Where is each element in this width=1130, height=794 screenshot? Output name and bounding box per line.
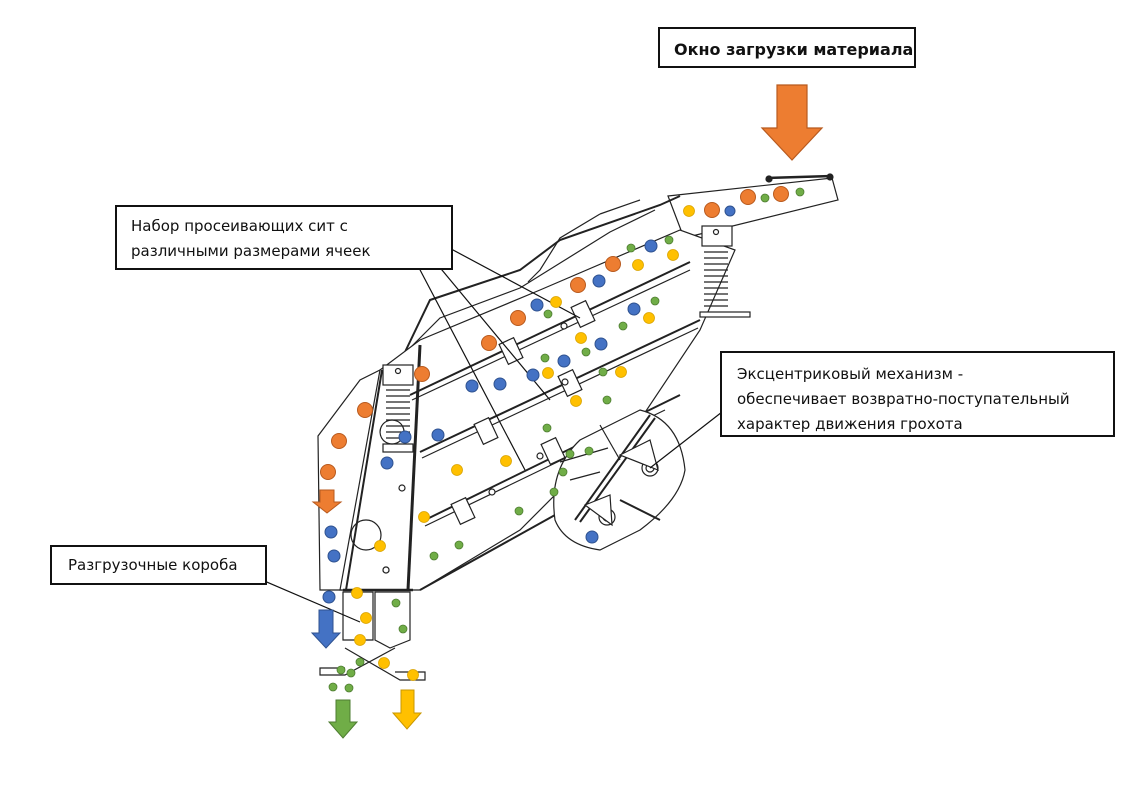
callout-sieve-set: Набор просеивающих сит с различными разм… (115, 205, 453, 270)
feed-chute (667, 177, 839, 239)
particles-small (351, 205, 695, 681)
callout-text: Эксцентриковый механизм - (737, 365, 964, 383)
housing-top (404, 195, 681, 353)
particles-fine (328, 187, 805, 693)
orange-out-arrow (311, 489, 343, 514)
yellow-out-arrow (391, 689, 423, 730)
particles-large (320, 186, 789, 480)
input-arrow (760, 84, 824, 161)
callout-text: характер движения грохота (737, 415, 963, 433)
right-spring (699, 225, 751, 318)
screen-frame (317, 173, 839, 681)
left-spring (379, 364, 414, 453)
leader-eccentric (649, 411, 723, 469)
green-out-arrow (327, 699, 359, 739)
eccentric-mechanism (553, 409, 686, 551)
blue-out-arrow (310, 609, 342, 649)
callout-text: различными размерами ячеек (131, 242, 371, 260)
callout-text: Набор просеивающих сит с (131, 217, 348, 235)
main-body (339, 229, 736, 591)
callout-discharge-boxes: Разгрузочные короба (50, 545, 267, 585)
particles-medium (322, 205, 736, 604)
leader-sieve-3 (417, 265, 526, 471)
callout-text: Окно загрузки материала (674, 40, 914, 59)
deck-brackets (382, 299, 596, 574)
callout-eccentric: Эксцентриковый механизм - обеспечивает в… (720, 351, 1115, 437)
callout-load-window: Окно загрузки материала (658, 27, 916, 68)
callout-text: обеспечивает возвратно-поступательный (737, 390, 1070, 408)
callout-text: Разгрузочные короба (68, 556, 238, 574)
